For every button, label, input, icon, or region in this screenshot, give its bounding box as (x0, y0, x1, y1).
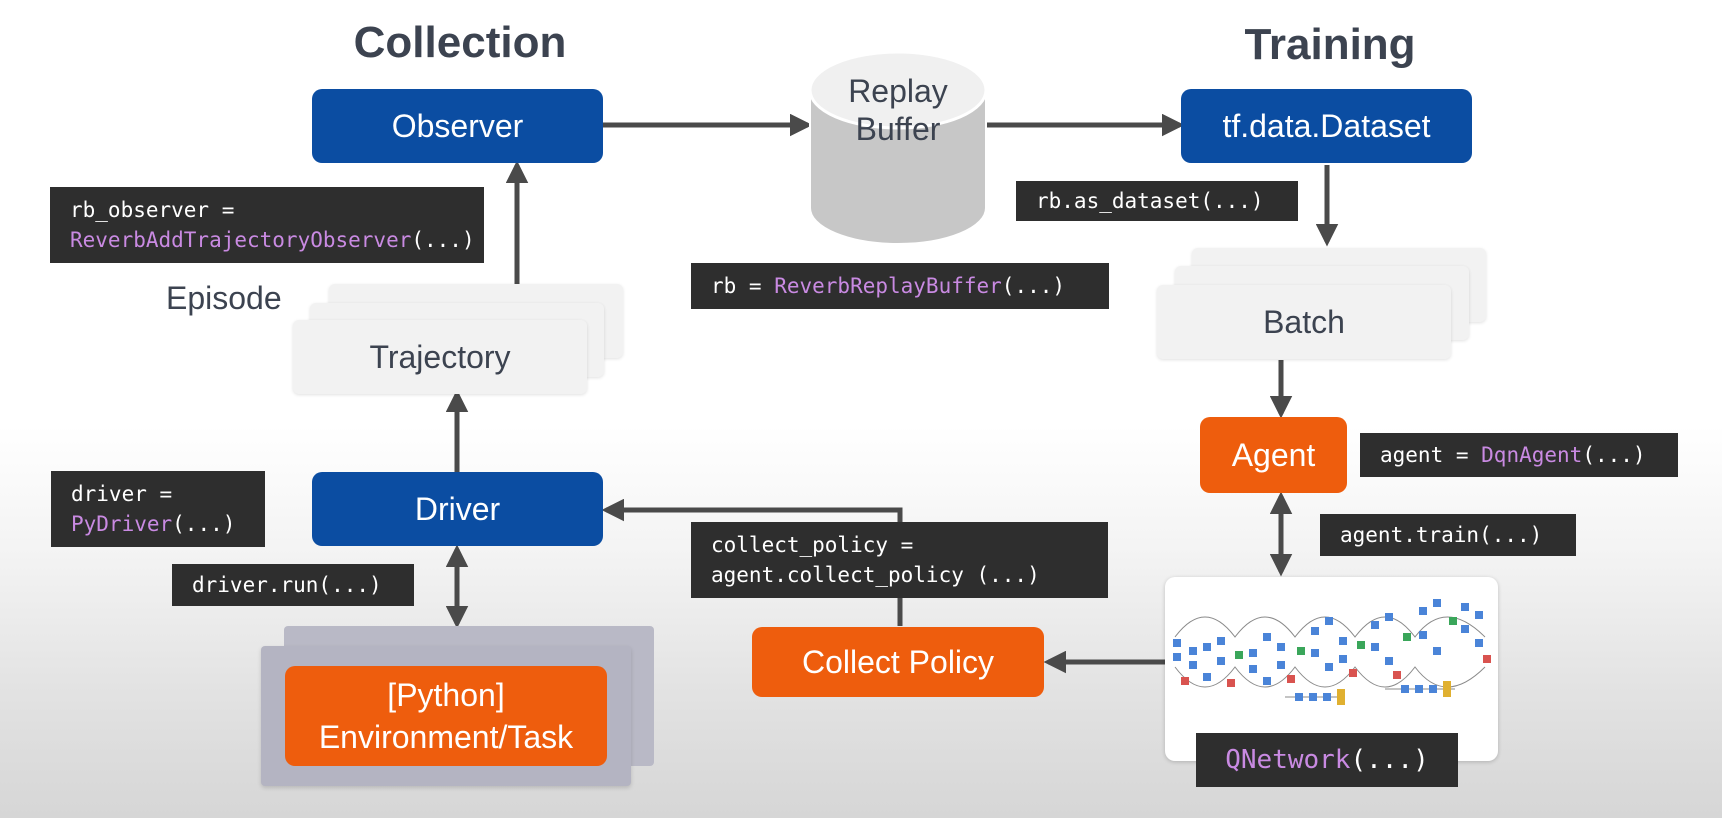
collect-policy-node: Collect Policy (752, 627, 1044, 697)
replay-buffer-node: Replay Buffer (808, 48, 988, 248)
batch-node: Batch (1157, 285, 1451, 359)
rb-observer-class: ReverbAddTrajectoryObserver (70, 228, 412, 252)
driver-run-code: driver.run(...) (172, 564, 414, 606)
environment-label-line2: Environment/Task (318, 719, 574, 755)
qnetwork-panel (1165, 577, 1498, 761)
rb-code: rb = ReverbReplayBuffer(...) (691, 263, 1109, 309)
driver-code-args: (...) (172, 512, 236, 536)
driver-code: driver = PyDriver(...) (51, 471, 265, 547)
agent-code-class: DqnAgent (1481, 443, 1583, 467)
observer-node: Observer (312, 89, 603, 163)
rb-observer-code-line1: rb_observer = (70, 198, 235, 222)
rb-code-prefix: rb = (711, 274, 775, 298)
agent-node: Agent (1200, 417, 1347, 493)
rb-observer-code: rb_observer = ReverbAddTrajectoryObserve… (50, 187, 484, 263)
qnetwork-code: QNetwork(...) (1196, 733, 1458, 787)
qnetwork-code-args: (...) (1350, 745, 1429, 775)
agent-code-args: (...) (1582, 443, 1646, 467)
cylinder-shape (808, 50, 988, 245)
collect-policy-code: collect_policy = agent.collect_policy (.… (691, 522, 1108, 598)
rb-code-class: ReverbReplayBuffer (774, 274, 1002, 298)
dataset-node: tf.data.Dataset (1181, 89, 1472, 163)
training-heading: Training (1244, 20, 1416, 69)
replay-buffer-label-line2: Buffer (855, 111, 941, 147)
collection-heading: Collection (353, 18, 567, 67)
rb-as-dataset-code: rb.as_dataset(...) (1016, 181, 1298, 221)
rb-observer-code-line2: ReverbAddTrajectoryObserver(...) (70, 225, 475, 255)
environment-label-line1: [Python] (387, 677, 505, 713)
rb-observer-args: (...) (411, 228, 475, 252)
agent-train-code: agent.train(...) (1320, 514, 1576, 556)
driver-code-line2: PyDriver(...) (71, 509, 245, 539)
episode-label: Episode (166, 280, 282, 316)
trajectory-node: Trajectory (293, 320, 587, 394)
driver-node: Driver (312, 472, 603, 546)
qnetwork-code-class: QNetwork (1225, 745, 1351, 775)
driver-code-class: PyDriver (71, 512, 173, 536)
replay-buffer-label-line1: Replay (848, 73, 948, 109)
driver-code-line1: driver = (71, 482, 173, 506)
rb-code-args: (...) (1001, 274, 1066, 298)
network-graph-image (1173, 599, 1491, 705)
environment-node: [Python] Environment/Task (285, 666, 607, 766)
replay-buffer-label: Replay Buffer (808, 72, 988, 148)
collect-policy-code-line2: agent.collect_policy (...) (711, 563, 1040, 587)
agent-code: agent = DqnAgent(...) (1360, 433, 1678, 477)
collect-policy-code-line1: collect_policy = (711, 533, 914, 557)
agent-code-prefix: agent = (1380, 443, 1482, 467)
